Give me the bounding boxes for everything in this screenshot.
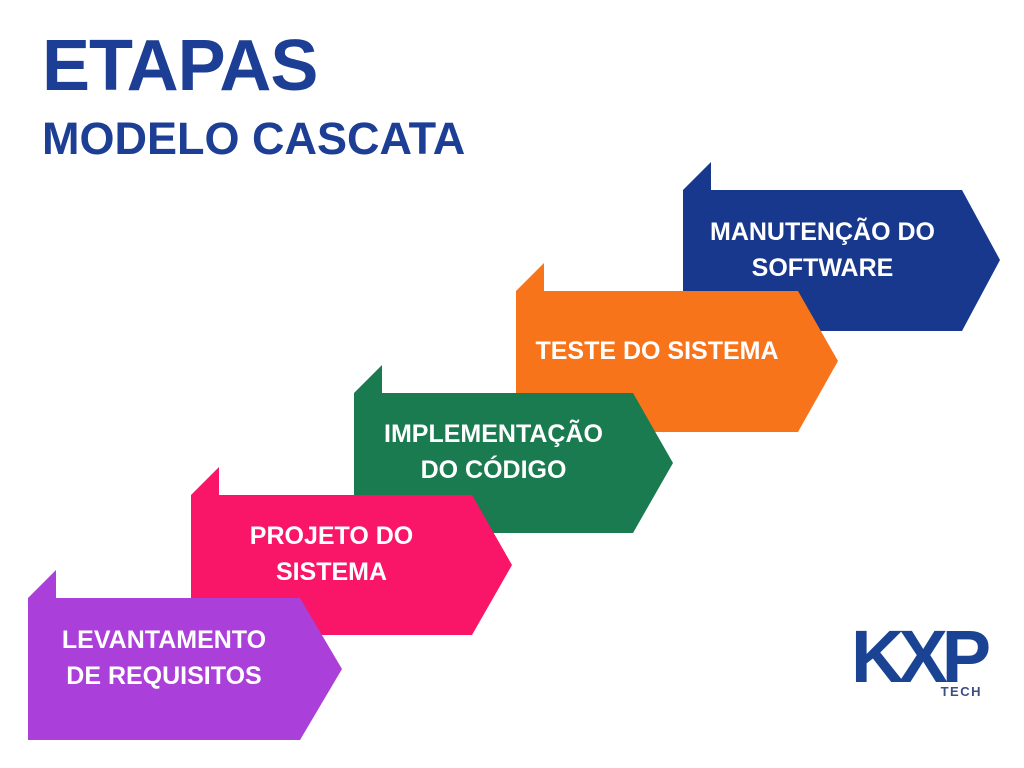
brand-logo: KXP TECH	[851, 615, 991, 700]
header: ETAPAS MODELO CASCATA	[42, 30, 465, 161]
stage-shape-projeto-do-sistema	[191, 467, 512, 635]
stage-shape-levantamento-de-requisitos	[28, 570, 342, 740]
page-subtitle: MODELO CASCATA	[42, 113, 466, 164]
stage-shape-teste-do-sistema	[516, 263, 838, 432]
brand-logo-subtext: TECH	[940, 684, 982, 699]
stage-shape-manutencao-do-software	[683, 162, 1000, 331]
brand-logo-text: KXP	[851, 615, 991, 698]
page-title: ETAPAS	[42, 26, 318, 106]
stage-shape-implementacao-do-codigo	[354, 365, 673, 533]
